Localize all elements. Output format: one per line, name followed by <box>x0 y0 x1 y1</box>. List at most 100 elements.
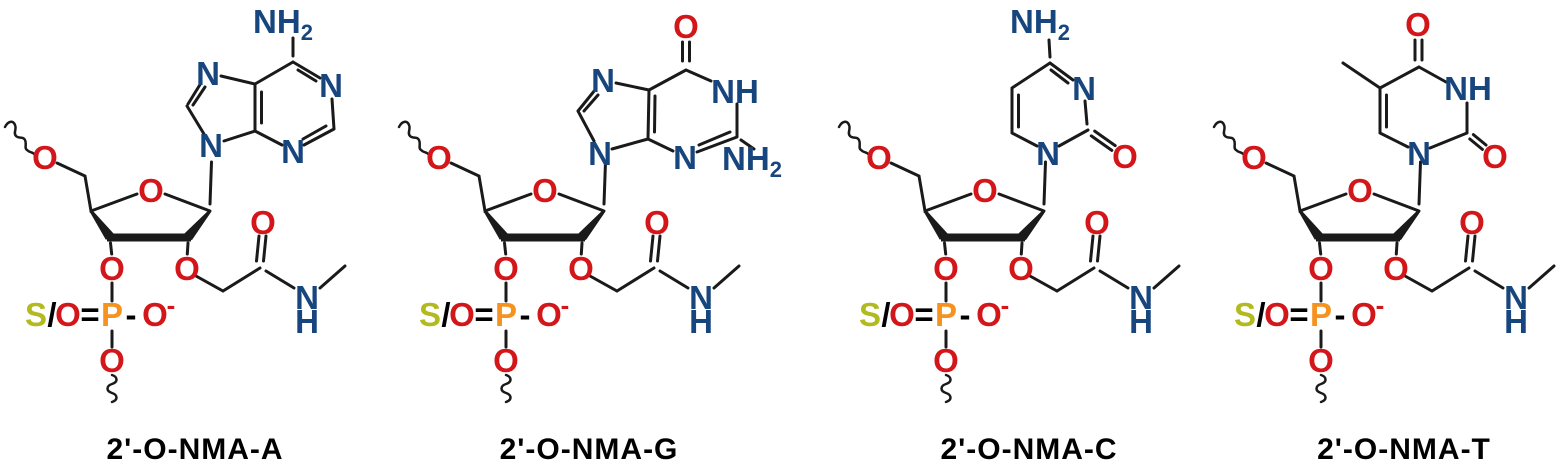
o2-atom: O <box>174 250 200 287</box>
bridge-o-atom: O <box>99 342 125 379</box>
double-bond-sign: = <box>80 296 99 333</box>
thymine-base: O NH N O <box>1341 6 1508 175</box>
phosphorus-atom: P <box>935 296 957 333</box>
common-atom-labels: O O O O S / O = P - O - O O N H <box>25 139 319 379</box>
structure-2-O-NMA-G: O O O O S / O = P - O - O O N H O NH N N… <box>399 8 782 466</box>
n9-atom: N <box>199 127 223 164</box>
double-bond-sign: = <box>1289 296 1308 333</box>
amide-h-atom: H <box>1129 303 1153 340</box>
cytosine-base: N N O NH2 <box>1010 3 1138 175</box>
sulfur-atom: S <box>25 296 47 333</box>
n1h-atom: NH <box>711 73 759 110</box>
o3-atom: O <box>493 250 519 287</box>
ring-o-atom: O <box>972 172 998 209</box>
carbonyl-o-atom: O <box>1084 204 1110 241</box>
bridge-o-atom: O <box>933 342 959 379</box>
slash-separator: / <box>881 296 890 333</box>
ring-o-atom: O <box>532 172 558 209</box>
n1-atom: N <box>1407 135 1431 172</box>
n7-atom: N <box>196 55 220 92</box>
amine-group-label: NH2 <box>253 3 313 45</box>
single-bond-dash: - <box>126 296 137 333</box>
o5-atom: O <box>32 139 58 176</box>
o4-atom: O <box>1405 6 1431 43</box>
common-atom-labels: O O O O S / O = P - O - O O N H <box>859 139 1153 379</box>
carbonyl-o-atom: O <box>644 204 670 241</box>
minus-charge: - <box>561 290 570 320</box>
minus-charge: - <box>1376 290 1385 320</box>
double-bond-o-atom: O <box>1264 296 1290 333</box>
double-bond-o-atom: O <box>889 296 915 333</box>
o5-atom: O <box>426 139 452 176</box>
structure-label: 2'-O-NMA-C <box>940 433 1117 466</box>
minus-charge: - <box>167 290 176 320</box>
structure-2-O-NMA-C: O O O O S / O = P - O - O O N H N N O NH… <box>839 3 1179 466</box>
structure-label: 2'-O-NMA-T <box>1317 433 1491 466</box>
phosphorus-atom: P <box>495 296 517 333</box>
slash-separator: / <box>47 296 56 333</box>
n7-atom: N <box>591 62 615 99</box>
double-bond-sign: = <box>474 296 493 333</box>
carbonyl-o-atom: O <box>1459 204 1485 241</box>
o-minus-atom: O <box>1351 296 1377 333</box>
o5-atom: O <box>866 139 892 176</box>
o2-atom: O <box>568 250 594 287</box>
double-bond-o-atom: O <box>449 296 475 333</box>
amide-h-atom: H <box>689 303 713 340</box>
amine-group-label: NH2 <box>722 140 782 182</box>
bridge-o-atom: O <box>493 342 519 379</box>
slash-separator: / <box>441 296 450 333</box>
ring-o-atom: O <box>138 172 164 209</box>
amide-n-atom: N <box>295 279 319 316</box>
o2-atom: O <box>1383 250 1409 287</box>
o5-atom: O <box>1241 139 1267 176</box>
thymine-bonds <box>1341 38 1488 151</box>
o-minus-atom: O <box>536 296 562 333</box>
guanine-base: O NH N N N NH2 <box>576 8 782 182</box>
n1-atom: N <box>1036 135 1060 172</box>
amide-n-atom: N <box>689 279 713 316</box>
guanine-bonds <box>576 40 756 154</box>
o3-atom: O <box>1308 250 1334 287</box>
structure-label: 2'-O-NMA-G <box>500 433 679 466</box>
amide-n-atom: N <box>1129 279 1153 316</box>
double-bond-sign: = <box>914 296 933 333</box>
structure-label: 2'-O-NMA-A <box>106 433 283 466</box>
n3h-atom: NH <box>1444 70 1492 107</box>
sulfur-atom: S <box>1234 296 1256 333</box>
o2-atom: O <box>1482 138 1508 175</box>
single-bond-dash: - <box>520 296 531 333</box>
single-bond-dash: - <box>960 296 971 333</box>
sulfur-atom: S <box>419 296 441 333</box>
amide-n-atom: N <box>1504 279 1528 316</box>
common-atom-labels: O O O O S / O = P - O - O O N H <box>1234 139 1528 379</box>
n3-atom: N <box>1072 70 1096 107</box>
phosphorus-atom: P <box>1310 296 1332 333</box>
single-bond-dash: - <box>1335 296 1346 333</box>
adenine-base: N N N N NH2 <box>185 3 343 170</box>
structure-2-O-NMA-A: O O O O S / O = P - O - O O N H N N N N … <box>5 3 345 466</box>
ring-o-atom: O <box>1347 172 1373 209</box>
n9-atom: N <box>588 135 612 172</box>
minus-charge: - <box>1001 290 1010 320</box>
o6-atom: O <box>673 8 699 45</box>
double-bond-o-atom: O <box>55 296 81 333</box>
phosphorus-atom: P <box>101 296 123 333</box>
sulfur-atom: S <box>859 296 881 333</box>
o3-atom: O <box>99 250 125 287</box>
n1-atom: N <box>319 67 343 104</box>
adenine-bonds <box>185 36 336 147</box>
o-minus-atom: O <box>976 296 1002 333</box>
structure-2-O-NMA-T: O O O O S / O = P - O - O O N H O NH N O… <box>1214 6 1554 466</box>
amide-h-atom: H <box>1504 303 1528 340</box>
cytosine-bonds <box>1010 38 1117 152</box>
o2-atom: O <box>1112 138 1138 175</box>
o2-atom: O <box>1008 250 1034 287</box>
slash-separator: / <box>1256 296 1265 333</box>
n3-atom: N <box>673 139 697 176</box>
n3-atom: N <box>281 133 305 170</box>
amine-group-label: NH2 <box>1010 3 1070 45</box>
o-minus-atom: O <box>142 296 168 333</box>
